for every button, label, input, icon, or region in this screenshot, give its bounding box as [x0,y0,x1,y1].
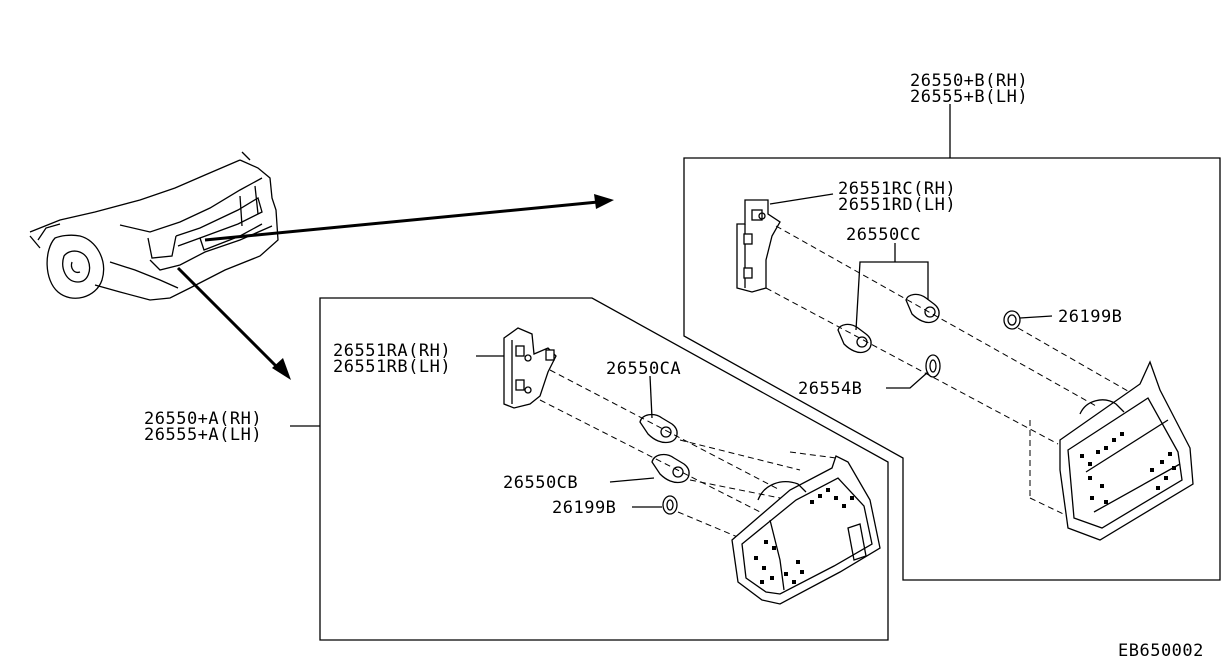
socket-bracket-a [503,327,557,409]
bulb-cb [651,453,690,484]
label-socket-rb: 26551RB(LH) [333,357,451,377]
rear-lamp-lens-a [731,455,881,605]
label-socket-rc: 26551RC(RH) [838,179,956,199]
label-bulb-cc: 26550CC [846,225,921,245]
assembly-a-frame [319,297,889,641]
label-bulb-199b-right: 26199B [1058,307,1122,327]
diagram-code: EB650002 [1118,641,1204,661]
pointer-arrow-down [176,266,291,380]
label-socket-ra: 26551RA(RH) [333,341,451,361]
rear-lamp-lens-b [1059,360,1194,541]
assembly-b-frame [683,157,1221,581]
label-assembly-b-rh: 26550+B(RH) [910,71,1028,91]
label-bulb-cb: 26550CB [503,473,578,493]
assembly-a-guides [539,369,837,539]
label-gasket-554b: 26554B [798,379,862,399]
socket-bracket-b [736,199,781,293]
pointer-arrow-right [204,194,614,242]
label-assembly-a-rh: 26550+A(RH) [144,409,262,429]
bulb-ca [639,413,678,444]
bulb-199b-left [662,495,678,515]
bulb-cc-lower [837,323,872,354]
assembly-b-guides [765,225,1141,523]
label-socket-rd: 26551RD(LH) [838,195,956,215]
label-assembly-a-lh: 26555+A(LH) [144,425,262,445]
bulb-199b-right [1003,310,1021,330]
gasket-554b [925,354,941,378]
label-bulb-199b-left: 26199B [552,498,616,518]
car-front-illustration [29,151,279,301]
label-assembly-b-lh: 26555+B(LH) [910,87,1028,107]
bulb-cc-upper [905,293,940,324]
label-bulb-ca: 26550CA [606,359,681,379]
